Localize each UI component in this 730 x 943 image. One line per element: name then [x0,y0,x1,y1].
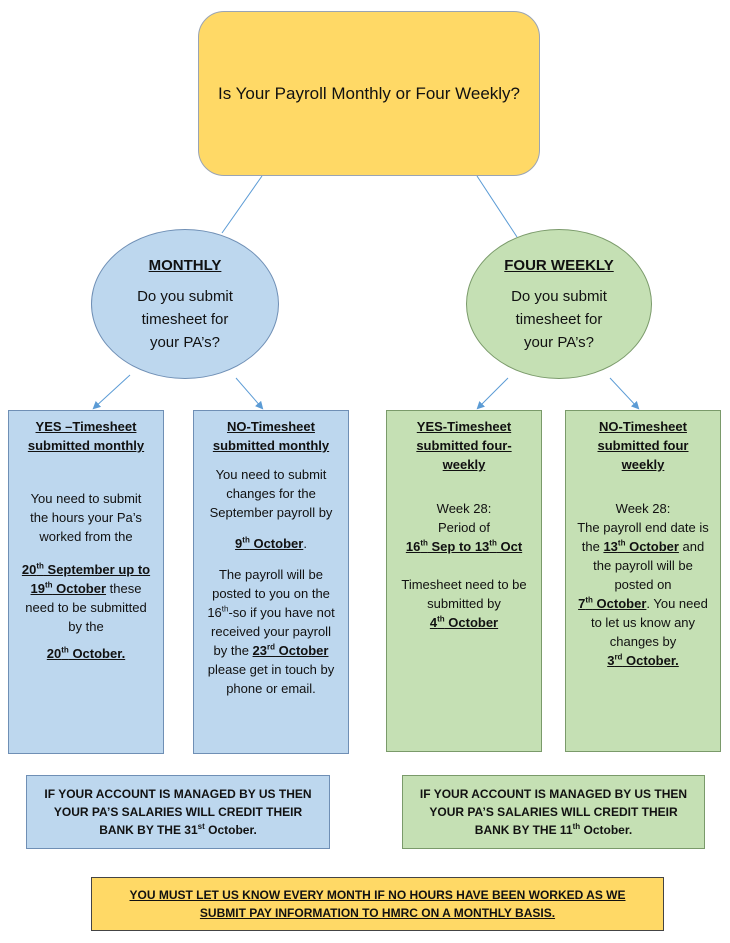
four-weekly-question-line: your PA’s? [523,334,595,351]
four-weekly-no-title: NO-Timesheet [599,419,687,434]
four-weekly-yes-deadline: 4th October [429,614,499,630]
monthly-circle: MONTHLY Do you submit timesheet for your… [91,229,279,379]
monthly-no-text: received your payroll [211,624,331,639]
monthly-no-text: The payroll will be [218,567,324,582]
monthly-no-text: phone or email. [226,681,316,696]
monthly-question-line: timesheet for [141,311,229,328]
four-weekly-yes-text: Timesheet need to be [401,577,527,592]
four-weekly-no-text: changes by [609,634,677,649]
four-weekly-yes-text: Period of [437,520,491,535]
monthly-question-line: your PA’s? [149,334,221,351]
monthly-yes-text: worked from the [39,529,133,544]
monthly-note-line: BANK BY THE 31st October. [99,822,257,838]
connector-to-monthly [221,175,263,234]
four-weekly-yes-box: YES-Timesheet submitted four- weekly Wee… [386,410,542,752]
monthly-no-title: NO-Timesheet [227,419,315,434]
monthly-question-line: Do you submit [137,288,233,305]
monthly-no-deadline: 9th October. [235,535,307,551]
warning-line: YOU MUST LET US KNOW EVERY MONTH IF NO H… [129,888,626,902]
four-weekly-salary-note: IF YOUR ACCOUNT IS MANAGED BY US THEN YO… [402,775,705,849]
monthly-yes-text: You need to submit [30,491,142,506]
four-weekly-yes-title: submitted four- [416,438,512,453]
four-weekly-note-line: BANK BY THE 11th October. [474,822,633,838]
monthly-no-text: You need to submit [215,467,327,482]
monthly-yes-deadline: 20th October. [46,645,126,661]
four-weekly-heading: FOUR WEEKLY [504,257,614,274]
four-weekly-no-title: submitted four [597,438,689,453]
four-weekly-no-box: NO-Timesheet submitted four weekly Week … [565,410,721,752]
monthly-no-text: 16th-so if you have not [207,604,335,620]
four-weekly-note-line: YOUR PA’S SALARIES WILL CREDIT THEIR [429,805,678,819]
monthly-heading: MONTHLY [148,257,222,274]
four-weekly-no-text: Week 28: [615,501,671,516]
four-weekly-yes-title: YES-Timesheet [416,419,512,434]
monthly-no-title: submitted monthly [212,438,330,453]
four-weekly-yes-text: Week 28: [436,501,492,516]
four-weekly-no-text: posted on [614,577,672,592]
monthly-no-text: posted to you on the [212,586,330,601]
four-weekly-no-title: weekly [621,457,665,472]
four-weekly-question-line: Do you submit [511,288,607,305]
arrow-four-weekly-no [609,377,640,410]
monthly-note-line: IF YOUR ACCOUNT IS MANAGED BY US THEN [44,787,312,801]
monthly-note-line: YOUR PA’S SALARIES WILL CREDIT THEIR [53,805,303,819]
monthly-no-text: please get in touch by [207,662,335,677]
connector-to-four-weekly [476,175,518,238]
four-weekly-yes-title: weekly [442,457,486,472]
four-weekly-no-text: 7th October. You need [578,595,708,611]
monthly-no-text: by the 23rd October [213,642,329,658]
arrow-monthly-no [235,377,264,410]
monthly-yes-text: need to be submitted [25,600,147,615]
monthly-no-text: September payroll by [209,505,333,520]
four-weekly-no-text: the 13th October and [581,538,705,554]
four-weekly-question-line: timesheet for [515,311,603,328]
monthly-yes-text: the hours your Pa’s [30,510,142,525]
four-weekly-note-line: IF YOUR ACCOUNT IS MANAGED BY US THEN [419,787,688,801]
four-weekly-no-text: The payroll end date is [577,520,709,535]
four-weekly-no-text: the payroll will be [593,558,693,573]
four-weekly-circle: FOUR WEEKLY Do you submit timesheet for … [466,229,652,379]
monthly-hours-warning: YOU MUST LET US KNOW EVERY MONTH IF NO H… [91,877,664,931]
monthly-no-text: changes for the [226,486,316,501]
payroll-question-box: Is Your Payroll Monthly or Four Weekly? [198,11,540,176]
monthly-yes-date-range: 19th October these [30,580,142,596]
monthly-yes-title: YES –Timesheet [35,419,137,434]
monthly-yes-text: by the [68,619,104,634]
four-weekly-no-text: to let us know any [590,615,696,630]
monthly-no-box: NO-Timesheet submitted monthly You need … [193,410,349,754]
monthly-yes-date-range: 20th September up to [21,561,151,577]
arrow-monthly-yes [92,374,131,410]
four-weekly-yes-period: 16th Sep to 13th Oct [405,538,523,554]
four-weekly-no-deadline: 3rd October. [607,652,679,668]
arrow-four-weekly-yes [476,377,509,410]
warning-line: SUBMIT PAY INFORMATION TO HMRC ON A MONT… [199,906,556,920]
monthly-yes-title: submitted monthly [27,438,145,453]
monthly-yes-box: YES –Timesheet submitted monthly You nee… [8,410,164,754]
monthly-salary-note: IF YOUR ACCOUNT IS MANAGED BY US THEN YO… [26,775,330,849]
payroll-question: Is Your Payroll Monthly or Four Weekly? [217,83,521,103]
four-weekly-yes-text: submitted by [427,596,501,611]
